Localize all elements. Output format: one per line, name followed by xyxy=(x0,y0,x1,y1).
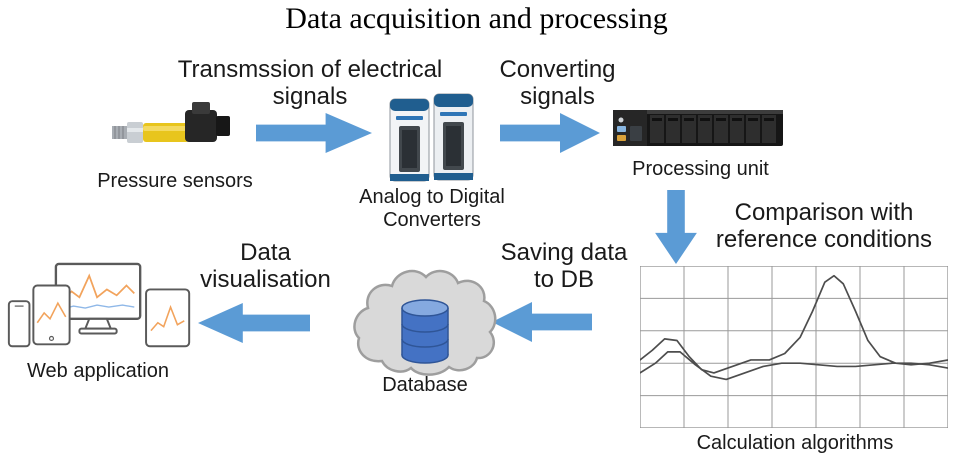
database-image xyxy=(350,258,500,393)
pressure-sensors-label: Pressure sensors xyxy=(97,170,253,192)
arrow-saving xyxy=(492,301,592,343)
adc-modules-icon xyxy=(389,93,474,182)
web-application-label: Web application xyxy=(27,360,169,382)
arrow-comparison xyxy=(654,190,698,264)
processing-unit-icon xyxy=(613,110,783,146)
pressure-sensor-image xyxy=(110,100,235,165)
signal-chart-icon xyxy=(640,266,948,428)
left-arrow-icon xyxy=(492,302,592,342)
cloud-database-icon xyxy=(353,269,497,376)
calculation-algorithms-label: Calculation algorithms xyxy=(696,432,894,454)
web-application-image xyxy=(5,262,195,360)
algo-curve-1 xyxy=(640,276,948,373)
right-arrow-icon xyxy=(256,113,372,153)
algo-curve-2 xyxy=(640,352,948,380)
processing-unit-image xyxy=(612,98,784,156)
processing-unit-label: Processing unit xyxy=(632,158,769,180)
web-application-icon xyxy=(7,262,191,348)
adc-label: Analog to Digital Converters xyxy=(359,186,505,231)
flow-label-converting: Converting signals xyxy=(499,56,616,110)
pressure-sensor-icon xyxy=(112,102,230,143)
arrow-converting xyxy=(500,112,600,154)
diagram-title: Data acquisition and processing xyxy=(285,2,668,35)
flow-label-saving: Saving data to DB xyxy=(500,239,628,293)
left-arrow-icon xyxy=(198,303,310,343)
flow-label-comparison: Comparison with reference conditions xyxy=(715,199,933,253)
calculation-chart xyxy=(640,266,948,428)
arrow-visualisation xyxy=(198,302,310,344)
flow-label-transmission: Transmssion of electrical signals xyxy=(177,56,443,110)
database-label: Database xyxy=(382,374,468,396)
arrow-transmission xyxy=(256,112,372,154)
adc-modules-image xyxy=(388,90,476,185)
flow-label-visualisation: Data visualisation xyxy=(200,239,331,293)
right-arrow-icon xyxy=(500,113,600,153)
down-arrow-icon xyxy=(655,190,697,264)
